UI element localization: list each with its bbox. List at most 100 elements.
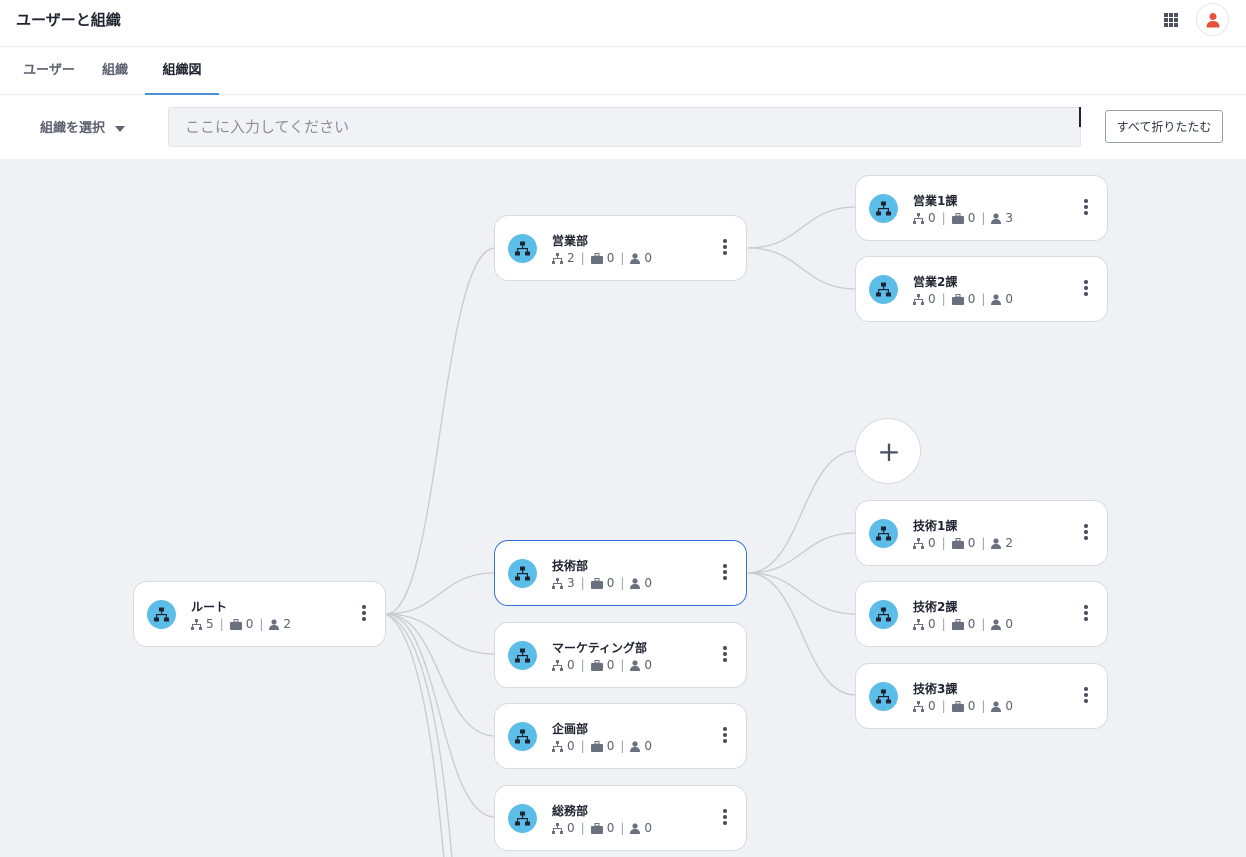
- org-tree-icon: [508, 559, 537, 588]
- org-tree-icon: [869, 519, 898, 548]
- org-tree-icon: [508, 641, 537, 670]
- position-count: 0: [606, 251, 615, 265]
- org-node-name: 技術1課: [913, 519, 958, 533]
- org-node-stats: 5| 0| 2: [191, 617, 291, 631]
- position-count: 0: [606, 821, 615, 835]
- org-tree-icon: [869, 275, 898, 304]
- org-node-tech-3[interactable]: 技術3課 0| 0| 0: [855, 663, 1108, 729]
- sub-org-icon: [913, 618, 924, 630]
- node-menu-icon[interactable]: [1081, 199, 1091, 219]
- node-menu-icon[interactable]: [1081, 280, 1091, 300]
- org-select-label: 組織を選択: [40, 121, 106, 136]
- user-avatar[interactable]: [1196, 3, 1229, 36]
- top-bar: ユーザーと組織: [0, 0, 1246, 47]
- org-count: 0: [928, 617, 936, 631]
- person-icon: [630, 577, 641, 589]
- org-node-tech-1[interactable]: 技術1課 0| 0| 2: [855, 500, 1108, 566]
- node-menu-icon[interactable]: [720, 239, 730, 259]
- org-node-stats: 3| 0| 0: [552, 576, 652, 590]
- user-count: 0: [644, 739, 653, 753]
- org-tree-icon: [869, 682, 898, 711]
- org-node-tech[interactable]: 技術部 3| 0| 0: [494, 540, 747, 606]
- briefcase-icon: [590, 822, 603, 834]
- user-count: 2: [1005, 536, 1014, 550]
- position-count: 0: [606, 739, 615, 753]
- user-count: 0: [1005, 699, 1014, 713]
- org-node-marketing[interactable]: マーケティング部 0| 0| 0: [494, 622, 747, 688]
- org-node-name: マーケティング部: [552, 641, 648, 655]
- user-count: 3: [1005, 211, 1014, 225]
- search-input[interactable]: [168, 107, 1081, 147]
- tab-org-chart[interactable]: 組織図: [145, 47, 219, 96]
- briefcase-icon: [590, 577, 603, 589]
- org-count: 0: [567, 739, 575, 753]
- node-menu-icon[interactable]: [1081, 605, 1091, 625]
- sub-org-icon: [552, 822, 563, 834]
- org-count: 0: [928, 292, 936, 306]
- tab-bar: ユーザー 組織 組織図: [0, 47, 1246, 96]
- node-menu-icon[interactable]: [1081, 687, 1091, 707]
- filter-bar: 組織を選択 すべて折りたたむ: [0, 95, 1246, 159]
- node-menu-icon[interactable]: [1081, 524, 1091, 544]
- org-node-stats: 0| 0| 0: [913, 617, 1013, 631]
- collapse-all-button[interactable]: すべて折りたたむ: [1105, 110, 1223, 143]
- org-node-sales[interactable]: 営業部 2| 0| 0: [494, 215, 747, 281]
- org-count: 0: [928, 536, 936, 550]
- briefcase-icon: [951, 618, 964, 630]
- org-count: 5: [206, 617, 214, 631]
- org-node-stats: 2| 0| 0: [552, 251, 652, 265]
- person-icon: [991, 293, 1002, 305]
- user-count: 0: [644, 576, 653, 590]
- plus-icon: +: [877, 435, 901, 468]
- org-count: 0: [928, 699, 936, 713]
- org-tree-icon: [508, 722, 537, 751]
- person-icon: [991, 537, 1002, 549]
- org-node-name: 企画部: [552, 722, 589, 736]
- position-count: 0: [245, 617, 254, 631]
- briefcase-icon: [951, 212, 964, 224]
- org-node-name: 営業部: [552, 234, 589, 248]
- sub-org-icon: [913, 212, 924, 224]
- org-node-name: 営業2課: [913, 275, 958, 289]
- person-icon: [630, 659, 641, 671]
- org-chart-canvas[interactable]: ルート 5| 0| 2 営業部 2| 0| 0 営業1課 0| 0| 3 営業2…: [0, 159, 1246, 857]
- node-menu-icon[interactable]: [359, 605, 369, 625]
- position-count: 0: [967, 617, 976, 631]
- node-menu-icon[interactable]: [720, 646, 730, 666]
- org-node-name: 技術部: [552, 559, 589, 573]
- user-count: 0: [644, 821, 653, 835]
- org-node-planning[interactable]: 企画部 0| 0| 0: [494, 703, 747, 769]
- node-menu-icon[interactable]: [720, 809, 730, 829]
- org-count: 2: [567, 251, 575, 265]
- org-node-sales-2[interactable]: 営業2課 0| 0| 0: [855, 256, 1108, 322]
- briefcase-icon: [951, 537, 964, 549]
- apps-grid-icon[interactable]: [1160, 9, 1182, 31]
- sub-org-icon: [913, 537, 924, 549]
- user-count: 0: [644, 658, 653, 672]
- tab-users[interactable]: ユーザー: [23, 63, 75, 78]
- node-menu-icon[interactable]: [720, 564, 730, 584]
- position-count: 0: [967, 536, 976, 550]
- person-icon: [991, 212, 1002, 224]
- org-node-stats: 0| 0| 0: [552, 821, 652, 835]
- org-node-stats: 0| 0| 2: [913, 536, 1013, 550]
- node-menu-icon[interactable]: [720, 727, 730, 747]
- sub-org-icon: [552, 659, 563, 671]
- briefcase-icon: [951, 700, 964, 712]
- sub-org-icon: [552, 252, 563, 264]
- org-node-root[interactable]: ルート 5| 0| 2: [133, 581, 386, 647]
- tab-organizations[interactable]: 組織: [101, 63, 128, 78]
- org-node-general-affairs[interactable]: 総務部 0| 0| 0: [494, 785, 747, 851]
- person-icon: [991, 618, 1002, 630]
- add-org-button[interactable]: +: [855, 418, 921, 484]
- person-icon: [630, 252, 641, 264]
- briefcase-icon: [590, 740, 603, 752]
- briefcase-icon: [590, 659, 603, 671]
- person-icon: [269, 618, 280, 630]
- org-node-sales-1[interactable]: 営業1課 0| 0| 3: [855, 175, 1108, 241]
- org-count: 0: [567, 821, 575, 835]
- org-node-tech-2[interactable]: 技術2課 0| 0| 0: [855, 581, 1108, 647]
- person-icon: [991, 700, 1002, 712]
- org-tree-icon: [508, 234, 537, 263]
- org-select-dropdown[interactable]: 組織を選択: [40, 117, 126, 136]
